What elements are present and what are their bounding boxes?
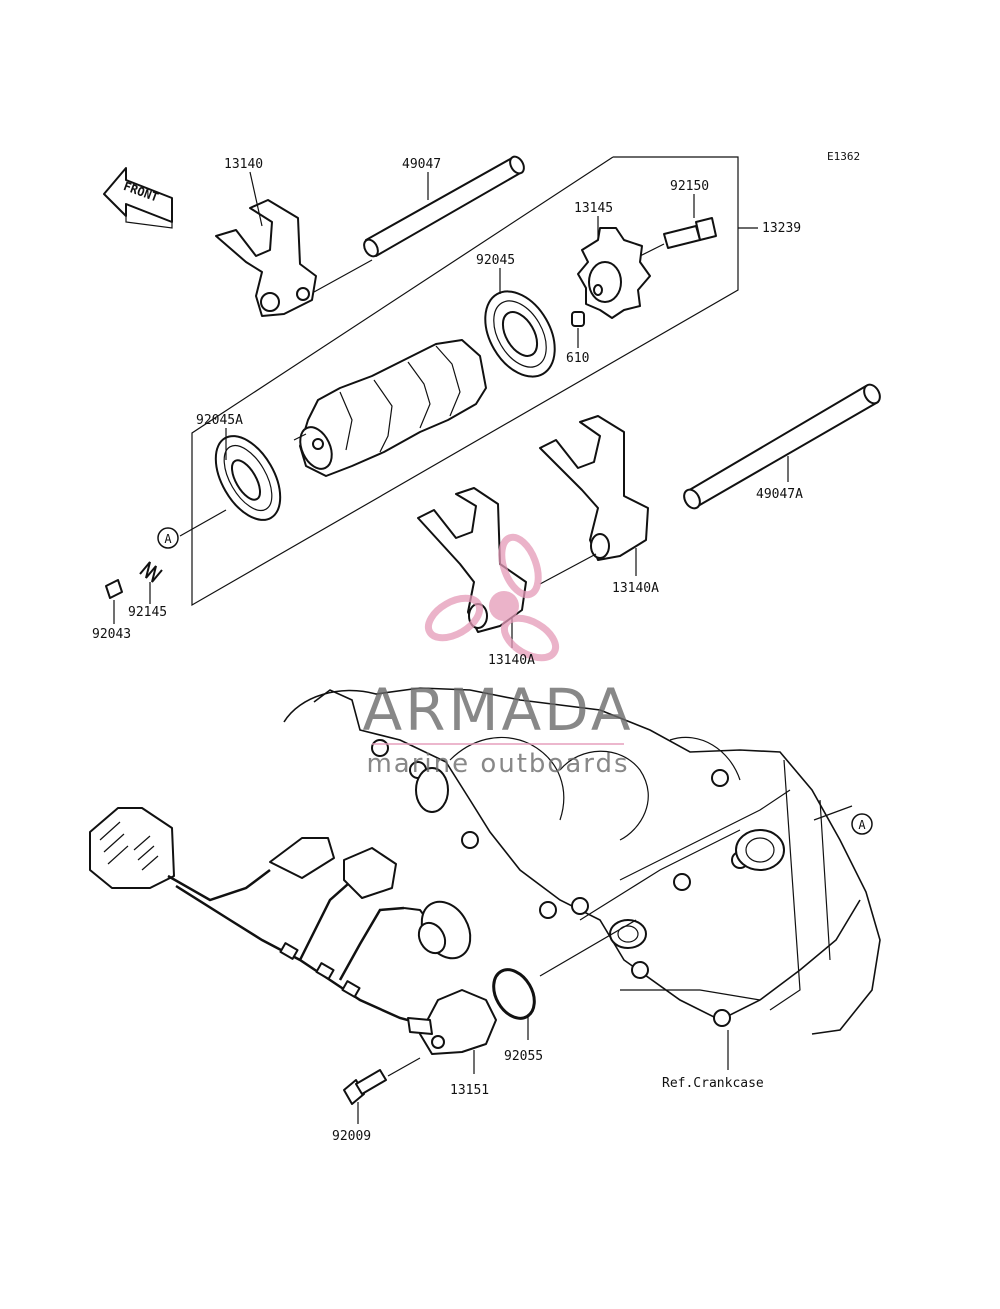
callout-13140A-left[interactable]: 13140A <box>488 653 535 668</box>
bolt-92150 <box>663 217 717 249</box>
callout-13140A-right[interactable]: 13140A <box>612 581 659 596</box>
callout-49047[interactable]: 49047 <box>402 157 441 172</box>
watermark-brand: ARMADA <box>362 676 633 744</box>
shift-cam-13145 <box>577 227 651 319</box>
svg-text:A: A <box>858 818 866 832</box>
leader-13140 <box>249 171 263 227</box>
callout-610[interactable]: 610 <box>566 351 589 366</box>
wiring-harness <box>89 807 431 1028</box>
leader-screw <box>387 1057 421 1077</box>
callout-13145[interactable]: 13145 <box>574 201 613 216</box>
callout-92009[interactable]: 92009 <box>332 1129 371 1144</box>
plunger-92043 <box>105 579 123 599</box>
callout-13239[interactable]: 13239 <box>762 221 801 236</box>
shift-fork-13140A-right <box>539 415 649 561</box>
fork-shaft-49047A <box>683 383 881 510</box>
watermark-tagline: marine outboards <box>366 749 629 779</box>
watermark-logo <box>424 533 560 662</box>
reference-marker-a-bottom: A <box>851 813 873 835</box>
leader-ref-a-top <box>179 509 227 537</box>
o-ring-92055 <box>492 968 536 1020</box>
svg-text:A: A <box>164 532 172 546</box>
shift-drum <box>299 339 487 477</box>
leader-ref-a-bottom <box>813 805 853 821</box>
round-sensor <box>403 900 472 960</box>
callout-92043[interactable]: 92043 <box>92 627 131 642</box>
callout-92045[interactable]: 92045 <box>476 253 515 268</box>
leader-drum <box>293 433 307 441</box>
gear-position-sensor-13151 <box>407 989 497 1055</box>
callout-49047A[interactable]: 49047A <box>756 487 803 502</box>
diagram-id: E1362 <box>827 150 860 163</box>
leader-fork-shaft <box>313 259 373 293</box>
callout-13151[interactable]: 13151 <box>450 1083 489 1098</box>
callout-92045A[interactable]: 92045A <box>196 413 243 428</box>
reference-marker-a-top: A <box>157 527 179 549</box>
callout-92055[interactable]: 92055 <box>504 1049 543 1064</box>
spring-92145 <box>139 561 163 583</box>
callout-ref-crankcase[interactable]: Ref.Crankcase <box>662 1076 764 1091</box>
bearing-92045 <box>484 290 556 378</box>
leader-bolt <box>639 243 665 257</box>
leader-link-forks <box>539 553 597 585</box>
fork-shaft-49047 <box>363 155 525 258</box>
callout-92145[interactable]: 92145 <box>128 605 167 620</box>
leader-crankcase-bore <box>539 919 637 977</box>
callout-92150[interactable]: 92150 <box>670 179 709 194</box>
front-arrow-icon: FRONT <box>103 167 173 229</box>
screw-92009 <box>343 1069 387 1105</box>
pin-610 <box>571 311 585 327</box>
shift-fork-13140 <box>215 199 317 317</box>
assembly-bracket <box>191 156 739 607</box>
bearing-92045A <box>214 435 282 521</box>
callout-13140[interactable]: 13140 <box>224 157 263 172</box>
